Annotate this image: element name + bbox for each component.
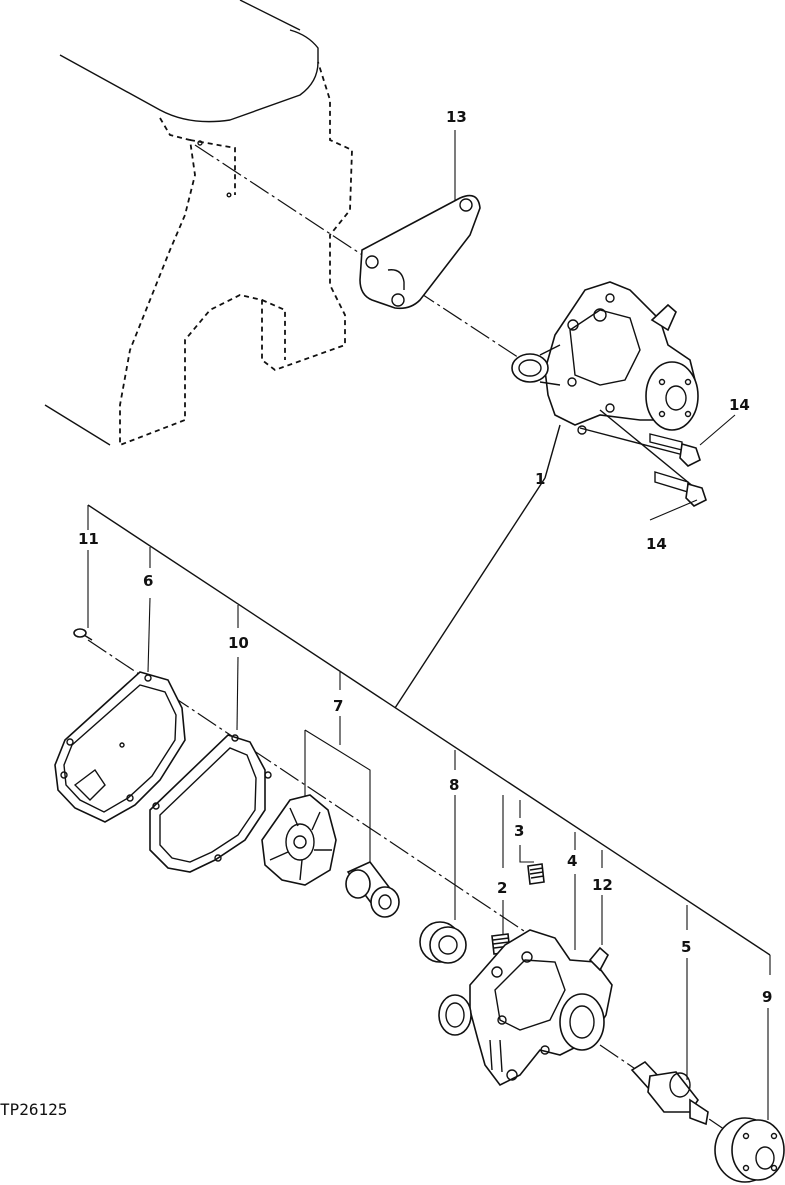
- alignment-line-lower: [87, 639, 531, 936]
- water-pump-assembly-upper: [511, 281, 699, 435]
- leader-14a: [699, 414, 736, 446]
- pulley-hub-9: [714, 1117, 785, 1183]
- screw-11: [73, 628, 93, 641]
- callout-13: 13: [446, 108, 467, 126]
- callout-9: 9: [762, 988, 772, 1006]
- callout-14-lower: 14: [646, 535, 667, 553]
- engine-block-outline: [44, 0, 353, 447]
- callout-7: 7: [333, 697, 343, 715]
- seal-7: [345, 861, 400, 918]
- pump-housing-lower: [438, 929, 613, 1087]
- callout-1: 1: [535, 470, 545, 488]
- impeller-7: [261, 794, 337, 886]
- shaft-bearing-5: [630, 1060, 709, 1126]
- cap-screws-14: [579, 409, 707, 507]
- callout-3: 3: [514, 822, 524, 840]
- pump-gasket-13: [359, 194, 481, 310]
- leader-14b: [649, 499, 698, 521]
- plug-3: [527, 863, 545, 885]
- callout-10: 10: [228, 634, 249, 652]
- leader-1: [394, 477, 546, 709]
- callout-2: 2: [497, 879, 507, 897]
- callout-14-upper: 14: [729, 396, 750, 414]
- callout-4: 4: [567, 852, 577, 870]
- exploded-frame-line: [87, 504, 771, 956]
- plug-8: [419, 921, 467, 964]
- callout-12: 12: [592, 876, 613, 894]
- callout-5: 5: [681, 938, 691, 956]
- callout-8: 8: [449, 776, 459, 794]
- gasket-10: [149, 734, 272, 873]
- callout-6: 6: [143, 572, 153, 590]
- figure-reference: TP26125: [0, 1100, 67, 1119]
- callout-11: 11: [78, 530, 99, 548]
- cover-plate-6: [54, 671, 186, 823]
